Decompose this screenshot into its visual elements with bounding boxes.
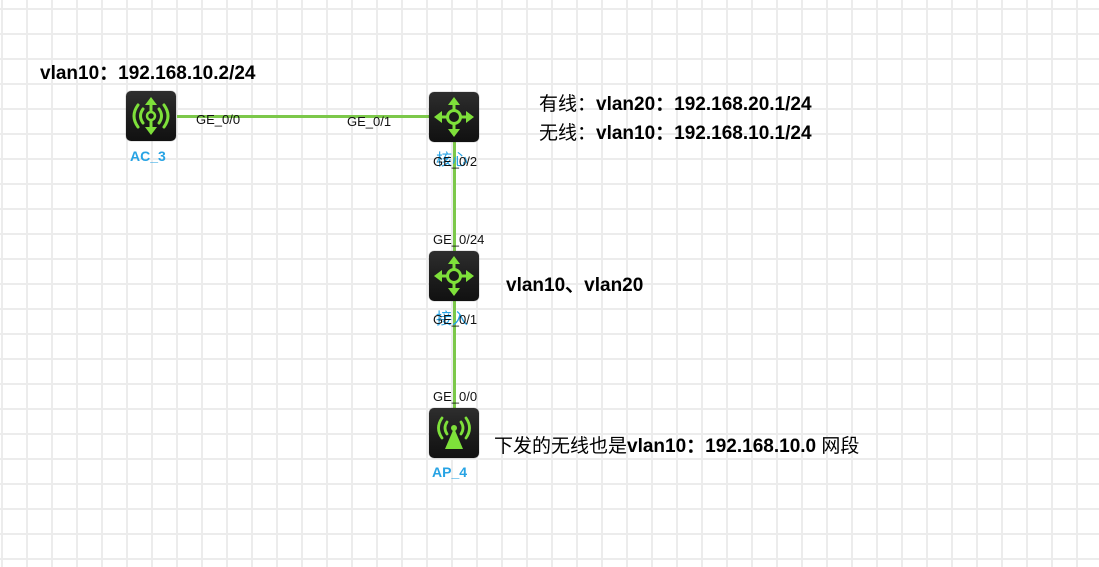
- link-access-ap[interactable]: [453, 301, 456, 409]
- note-ap-subnet: 下发的无线也是vlan10：192.168.10.0 网段: [494, 431, 859, 458]
- port-label-ap-ge00: GE_0/0: [433, 389, 478, 404]
- device-label-core: 核心: [436, 152, 469, 169]
- device-access[interactable]: [429, 251, 479, 301]
- note-ap-subnet-value: vlan10：192.168.10.0: [627, 436, 817, 457]
- layer3-switch-icon: [434, 97, 474, 137]
- access-point-icon: [437, 416, 471, 449]
- device-label-ac: AC_3: [130, 148, 166, 164]
- port-label-core-ge01: GE_0/1: [347, 114, 392, 129]
- device-core[interactable]: [429, 92, 479, 142]
- wireless-controller-icon: [132, 97, 170, 135]
- port-label-core-ge02: GE_0/2: [433, 154, 478, 169]
- note-ap-prefix: 下发的无线也是: [494, 436, 628, 457]
- note-core-wired-prefix: 有线：: [539, 94, 597, 115]
- port-label-ac-ge00: GE_0/0: [196, 112, 241, 127]
- layer3-switch-icon: [434, 256, 474, 296]
- device-label-ap: AP_4: [432, 464, 468, 480]
- note-ap-suffix: 网段: [816, 436, 860, 457]
- note-core-wireless: 无线：vlan10：192.168.10.1/24: [539, 118, 812, 145]
- note-core-wireless-value: vlan10：192.168.10.1/24: [596, 123, 812, 144]
- port-label-access-ge024: GE_0/24: [433, 232, 485, 247]
- note-core-wired: 有线：vlan20：192.168.20.1/24: [539, 89, 812, 116]
- device-label-access: 接入: [436, 311, 469, 328]
- note-core-wireless-prefix: 无线：: [539, 123, 597, 144]
- link-ac-core[interactable]: [177, 115, 430, 118]
- note-ac-vlan: vlan10：192.168.10.2/24: [40, 63, 256, 84]
- device-ap[interactable]: [429, 408, 479, 458]
- note-core-wired-value: vlan20：192.168.20.1/24: [596, 94, 812, 115]
- device-ac[interactable]: [126, 91, 176, 141]
- link-core-access[interactable]: [453, 142, 456, 252]
- port-label-access-ge01: GE_0/1: [433, 312, 478, 327]
- note-access-vlans: vlan10、vlan20: [506, 275, 644, 296]
